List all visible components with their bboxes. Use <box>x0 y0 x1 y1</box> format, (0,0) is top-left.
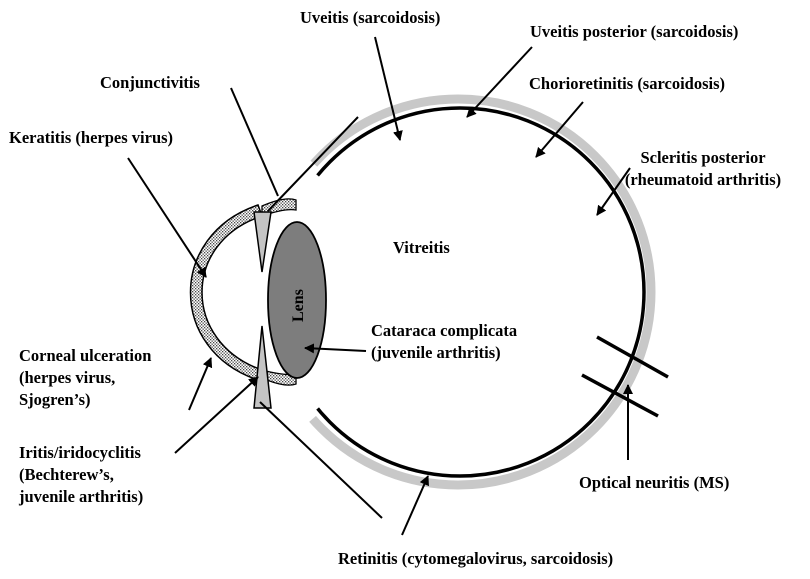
retinitis-label: Retinitis (cytomegalovirus, sarcoidosis) <box>338 548 613 570</box>
iritis-label: Iritis/iridocyclitis (Bechterew’s, juven… <box>19 442 143 508</box>
iritis-label-line1: Iritis/iridocyclitis <box>19 442 143 464</box>
scleritis-label-line2: (rheumatoid arthritis) <box>598 169 808 191</box>
keratitis-label: Keratitis (herpes virus) <box>9 127 173 149</box>
corneal-label-line3: Sjogren’s) <box>19 389 151 411</box>
optic-neuritis-label: Optical neuritis (MS) <box>579 472 729 494</box>
conjunctivitis-label: Conjunctivitis <box>100 72 200 94</box>
iritis-label-line3: juvenile arthritis) <box>19 486 143 508</box>
cataract-label-line2: (juvenile arthritis) <box>371 342 517 364</box>
corneal-arrow <box>189 358 211 410</box>
iritis-label-line2: (Bechterew’s, <box>19 464 143 486</box>
retinitis-arrow <box>402 476 428 535</box>
corneal-ulceration-label: Corneal ulceration (herpes virus, Sjogre… <box>19 345 151 411</box>
scleritis-label: Scleritis posterior (rheumatoid arthriti… <box>598 147 808 191</box>
uveitis-posterior-label: Uveitis posterior (sarcoidosis) <box>530 21 738 43</box>
cataract-label: Cataraca complicata (juvenile arthritis) <box>371 320 517 364</box>
keratitis-arrow <box>128 158 206 277</box>
chorioretinitis-label: Chorioretinitis (sarcoidosis) <box>529 73 725 95</box>
uveitis-label: Uveitis (sarcoidosis) <box>300 7 440 29</box>
vitreitis-label: Vitreitis <box>393 237 450 259</box>
lens-label: Lens <box>290 289 307 322</box>
corneal-label-line2: (herpes virus, <box>19 367 151 389</box>
scleritis-label-line1: Scleritis posterior <box>598 147 808 169</box>
corneal-label-line1: Corneal ulceration <box>19 345 151 367</box>
cataract-label-line1: Cataraca complicata <box>371 320 517 342</box>
